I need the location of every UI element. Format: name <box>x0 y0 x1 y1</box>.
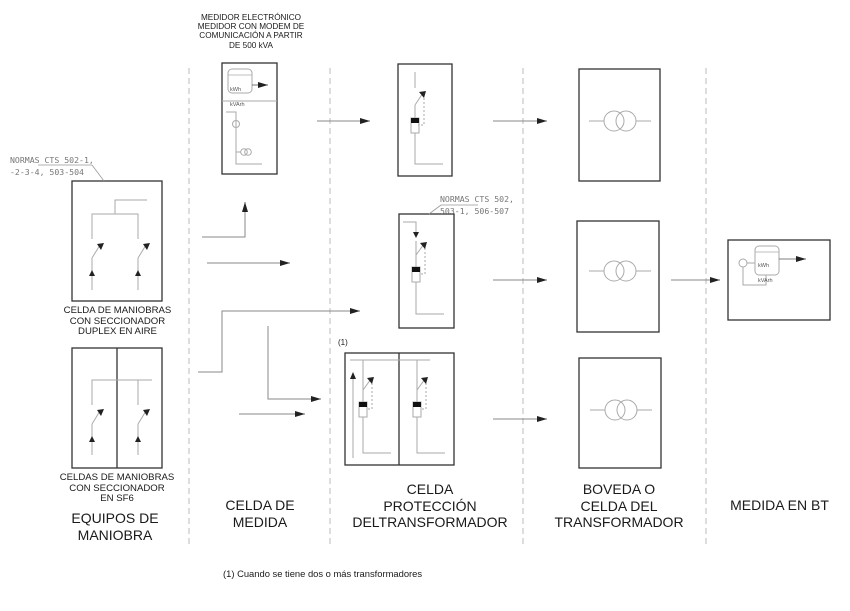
bt-meter-kwh-label: kWh <box>758 262 769 269</box>
duplex-air-switchgear-cell <box>71 180 163 302</box>
transformer-icon <box>589 110 651 132</box>
normas-maniobra-leader-diag <box>91 164 105 182</box>
transformer-vault-2 <box>576 220 660 333</box>
bt-meter-kvarh-label: kVArh <box>758 278 773 285</box>
low-voltage-meter-panel <box>727 239 831 321</box>
meter-note: MEDIDOR ELECTRÓNICO MEDIDOR CON MODEM DE… <box>197 13 305 50</box>
sf6-label: CELDAS DE MANIOBRAS CON SECCIONADOR EN S… <box>59 472 175 505</box>
protection-cell-1 <box>397 63 453 177</box>
normas-proteccion-leader-diag <box>428 204 442 215</box>
flow-arrows <box>198 118 720 422</box>
sf6-switchgear-cells <box>71 347 163 469</box>
column-title-equipos-maniobra: EQUIPOS DE MANIOBRA <box>71 510 159 543</box>
switch-icon <box>89 243 150 276</box>
multi-protection-cells <box>344 352 455 466</box>
duplex-air-label: CELDA DE MANIOBRAS CON SECCIONADOR DUPLE… <box>63 305 172 338</box>
column-title-celda-proteccion: CELDA PROTECCIÓN DELTRANSFORMADOR <box>352 481 508 531</box>
footnote: (1) Cuando se tiene dos o más transforma… <box>223 568 423 579</box>
protection-cell-2 <box>398 213 455 329</box>
metering-cell <box>221 62 278 175</box>
arrow-to-meter <box>202 202 248 238</box>
meter-kwh-label: kWh <box>230 86 241 93</box>
column-title-medida-bt: MEDIDA EN BT <box>730 497 829 513</box>
transformer-icon <box>590 399 652 421</box>
column-title-celda-medida: CELDA DE MEDIDA <box>225 497 295 530</box>
column-dividers <box>188 68 707 545</box>
transformer-vault-3 <box>578 357 662 469</box>
normas-maniobra-note: NORMAS CTS 502-1, -2-3-4, 503-504 <box>10 155 94 177</box>
arrow-to-multi-protection <box>267 326 321 402</box>
normas-proteccion-note: NORMAS CTS 502, 503-1, 506-507 <box>440 194 514 216</box>
transformer-vault-1 <box>578 68 661 182</box>
column-title-boveda: BOVEDA O CELDA DEL TRANSFORMADOR <box>554 481 684 531</box>
meter-display: kWh kVArh <box>230 79 252 117</box>
transformer-icon <box>589 260 651 282</box>
meter-kvarh-label: kVArh <box>230 102 245 109</box>
bt-meter-display: kWh kVArh <box>758 255 780 293</box>
switch-icon <box>89 409 150 442</box>
arrow-to-protection <box>198 308 360 373</box>
multi-transformer-marker: (1) <box>338 338 348 347</box>
